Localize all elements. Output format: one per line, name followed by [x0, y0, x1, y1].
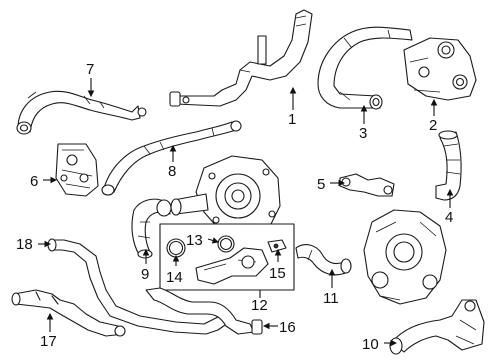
callout-12: 12: [251, 297, 268, 314]
callout-2: 2: [429, 117, 437, 134]
part-2-thermostat-housing: [403, 37, 477, 101]
part-6-housing: [55, 143, 99, 197]
callout-3: 3: [359, 125, 367, 142]
part-8-coolant-hose: [101, 120, 242, 196]
callout-15: 15: [269, 265, 286, 282]
callout-18: 18: [16, 236, 33, 253]
part-10-outlet-pipe: [389, 299, 485, 355]
callout-16: 16: [279, 319, 296, 336]
callout-8: 8: [168, 163, 176, 180]
callout-4: 4: [445, 209, 453, 226]
callout-14: 14: [166, 269, 183, 286]
part-5-connector: [339, 173, 395, 197]
callout-5: 5: [317, 176, 325, 193]
engine-cover-assembly: [363, 209, 447, 305]
part-17-coolant-pipe: [11, 289, 126, 337]
leader-lines: [38, 78, 454, 347]
water-pump-housing: [170, 155, 281, 235]
callout-9: 9: [141, 266, 149, 283]
callout-6: 6: [30, 173, 38, 190]
callout-1: 1: [288, 111, 296, 128]
part-11-coolant-hose: [295, 244, 352, 276]
callout-11: 11: [323, 290, 339, 307]
part-1-bypass-tube: [169, 9, 313, 107]
part-3-coolant-hose: [317, 26, 413, 110]
callout-10: 10: [362, 336, 379, 353]
part-12-outlet-kit: [159, 223, 295, 291]
part-16-coolant-pipe: [145, 287, 263, 335]
part-7-coolant-hose: [16, 90, 147, 135]
callout-17: 17: [40, 333, 57, 350]
part-4-coolant-hose: [435, 130, 462, 201]
callout-labels: 1 2 3 4 5 6 7 8 9 10 11 12 13 14 15 16 1…: [16, 61, 453, 353]
callout-7: 7: [86, 61, 94, 78]
callout-13: 13: [186, 232, 203, 249]
